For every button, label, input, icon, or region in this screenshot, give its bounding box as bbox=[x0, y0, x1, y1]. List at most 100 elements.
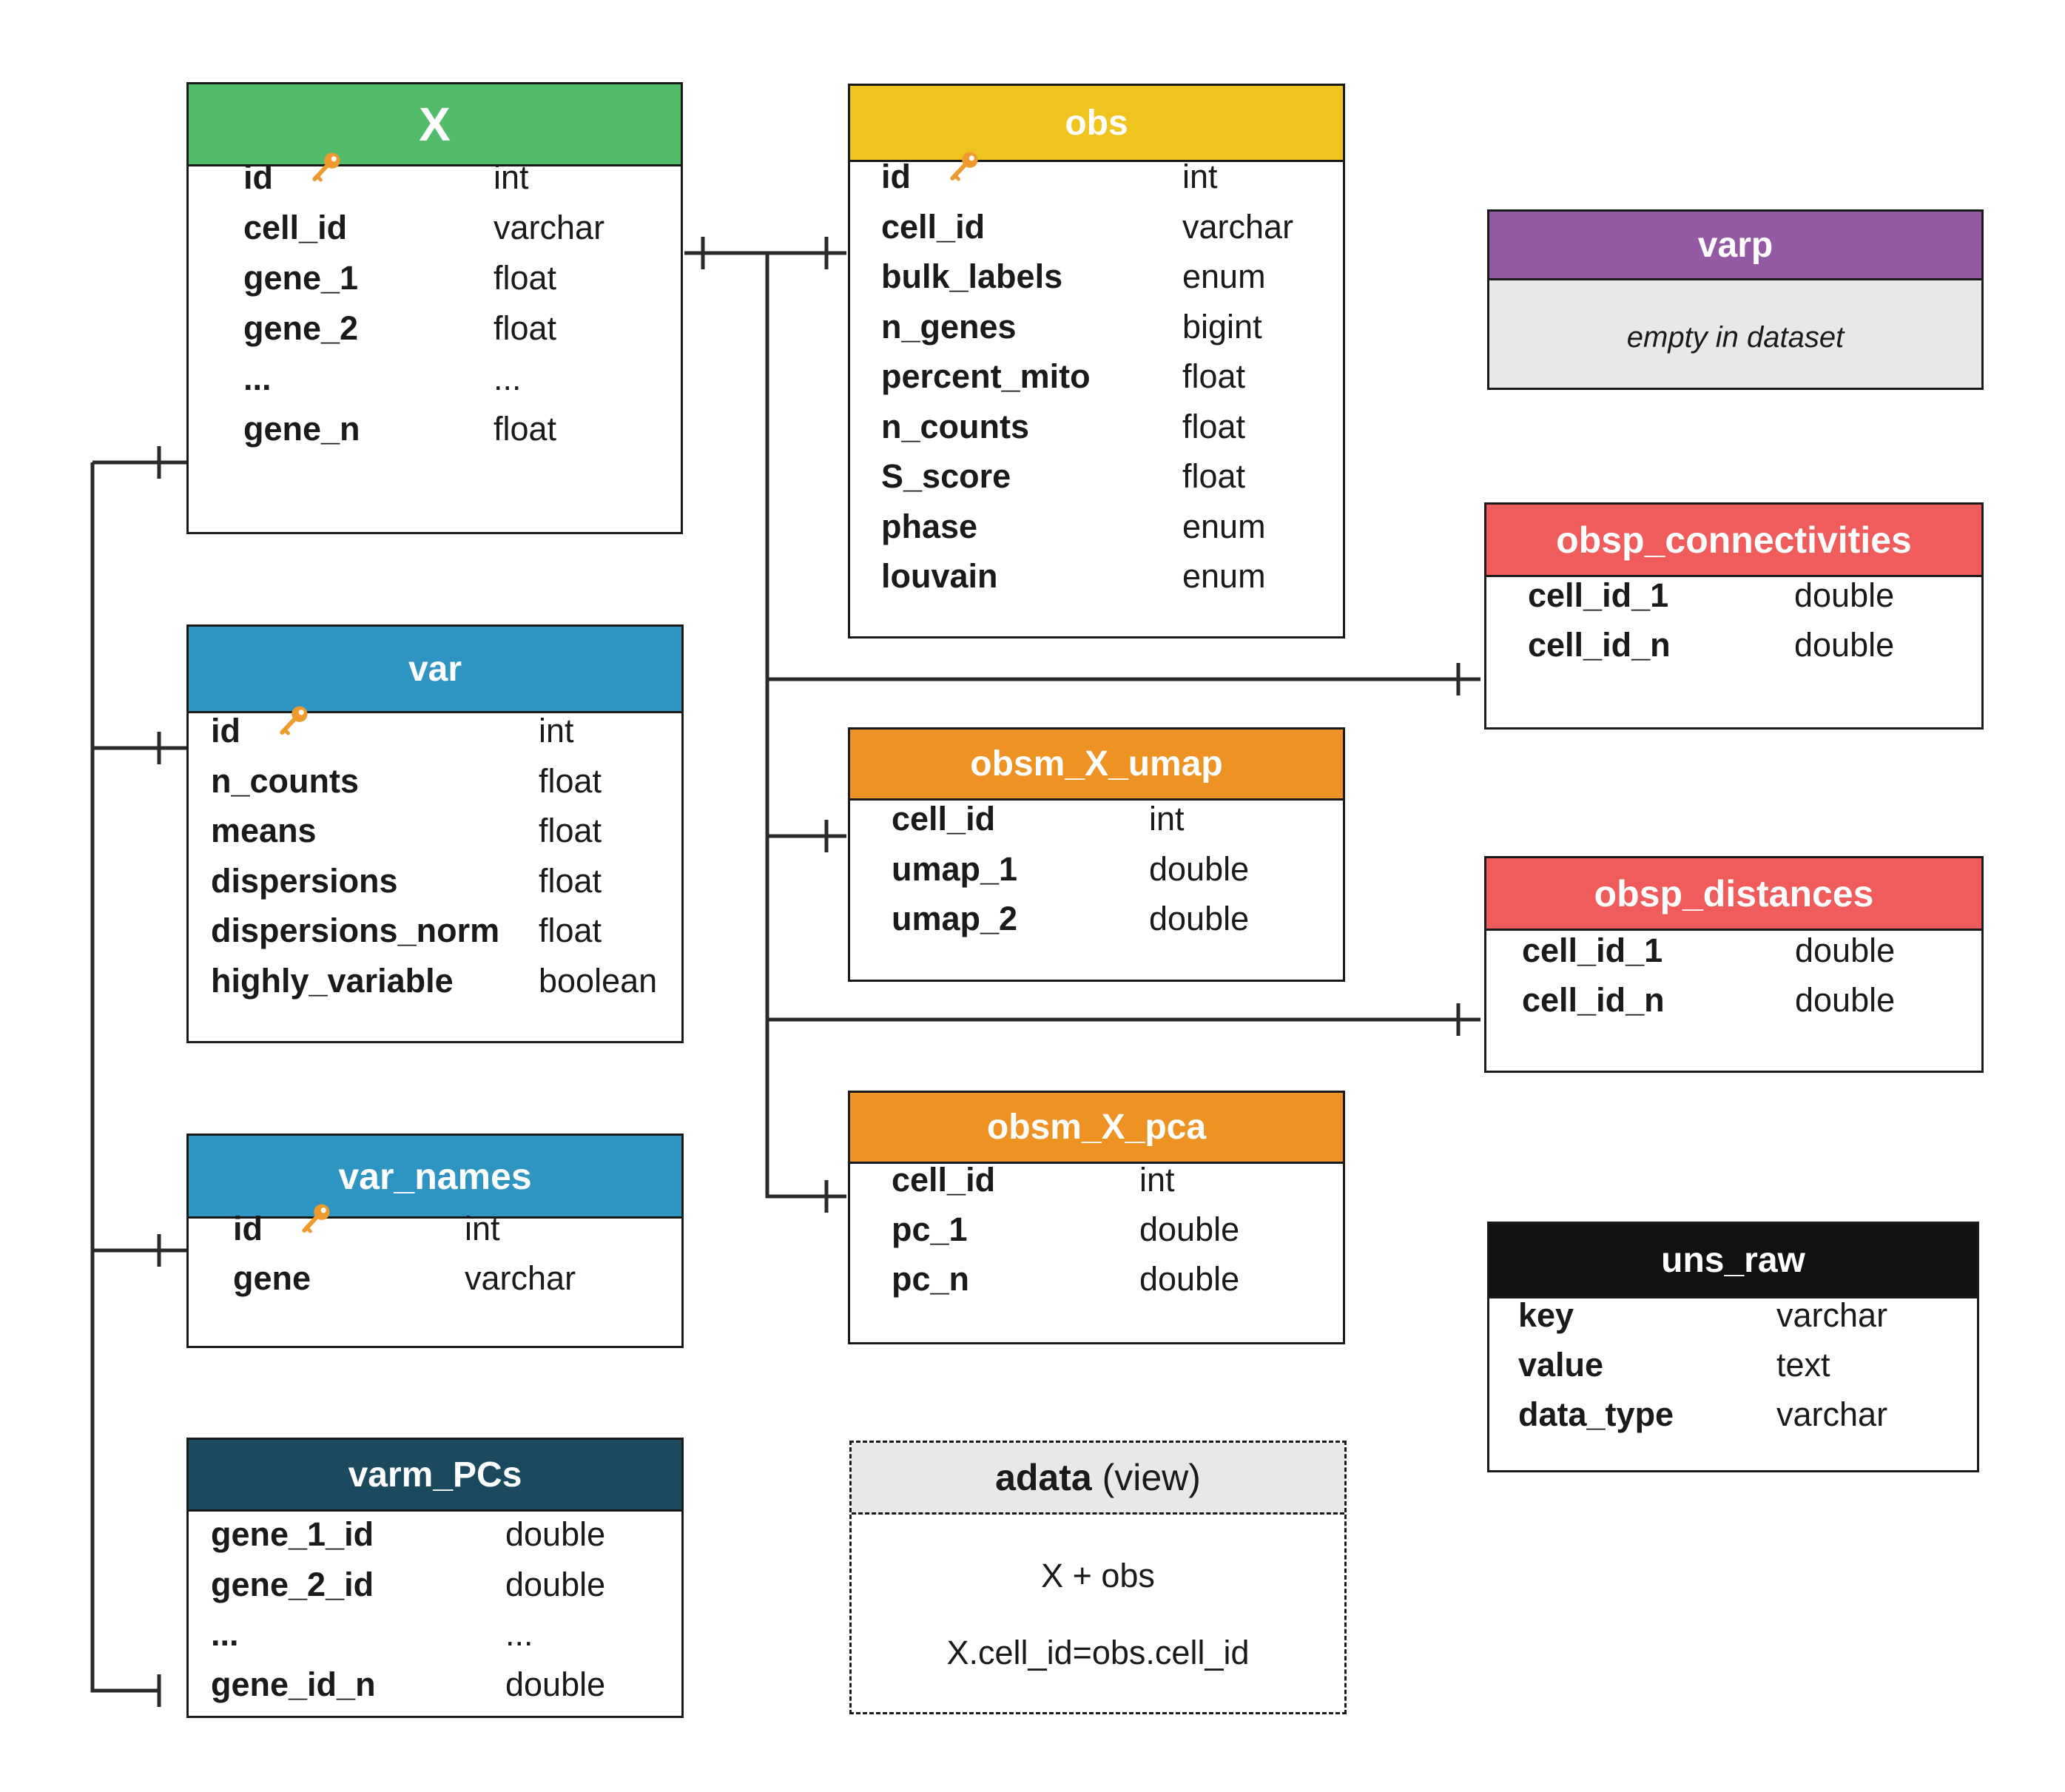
field-name: id bbox=[233, 1210, 263, 1248]
field-name: n_counts bbox=[881, 407, 1030, 445]
field-name: umap_1 bbox=[892, 849, 1018, 888]
field-name: id bbox=[881, 158, 911, 196]
field-type: float bbox=[1182, 407, 1246, 445]
field-name: gene_1 bbox=[243, 259, 359, 297]
field-type: float bbox=[539, 861, 602, 900]
field-type: float bbox=[539, 761, 602, 800]
field-name: cell_id bbox=[881, 207, 986, 246]
field-name: phase bbox=[881, 507, 978, 545]
field-name: cell_id bbox=[892, 800, 996, 838]
field-name: S_score bbox=[881, 457, 1011, 496]
table-obsp-connectivities-header: obsp_connectivities bbox=[1486, 505, 1981, 577]
field-name: louvain bbox=[881, 557, 998, 596]
adata-view-line-2: X.cell_id=obs.cell_id bbox=[946, 1634, 1250, 1671]
table-varp-header: varp bbox=[1489, 212, 1981, 280]
adata-view: adata (view) X + obs X.cell_id=obs.cell_… bbox=[849, 1441, 1347, 1714]
table-varp: varp empty in dataset bbox=[1487, 209, 1984, 390]
field-type: double bbox=[1149, 900, 1250, 938]
field-type: varchar bbox=[1182, 207, 1294, 246]
field-type: int bbox=[1182, 158, 1218, 196]
table-var-names-title: var_names bbox=[338, 1155, 532, 1197]
table-varp-title: varp bbox=[1697, 225, 1773, 265]
field-type: float bbox=[539, 812, 602, 850]
field-row: S_score float bbox=[850, 457, 1343, 501]
field-row: means float bbox=[189, 812, 681, 855]
field-name: id bbox=[211, 712, 240, 750]
table-uns-raw-title: uns_raw bbox=[1661, 1240, 1805, 1280]
table-obsp-connectivities-title: obsp_connectivities bbox=[1556, 519, 1912, 561]
field-type: varchar bbox=[1776, 1296, 1888, 1335]
table-obs-title: obs bbox=[1065, 103, 1128, 143]
field-name: gene_2 bbox=[243, 309, 359, 348]
field-type: int bbox=[539, 712, 574, 750]
field-name: umap_2 bbox=[892, 900, 1018, 938]
field-row: dispersions_norm float bbox=[189, 912, 681, 955]
table-var-header: var bbox=[189, 627, 681, 713]
field-type: int bbox=[1149, 800, 1185, 838]
field-row: pc_n double bbox=[850, 1260, 1343, 1304]
field-type: double bbox=[1139, 1260, 1240, 1298]
field-name: dispersions_norm bbox=[211, 912, 500, 950]
table-varm-PCs-header: varm_PCs bbox=[189, 1440, 681, 1512]
field-name: bulk_labels bbox=[881, 257, 1063, 296]
table-obsp-distances-header: obsp_distances bbox=[1486, 858, 1981, 931]
table-varm-PCs-title: varm_PCs bbox=[348, 1455, 522, 1495]
table-uns-raw-header: uns_raw bbox=[1489, 1224, 1977, 1298]
field-row: highly_variable boolean bbox=[189, 962, 681, 1006]
field-name: ... bbox=[211, 1615, 239, 1654]
adata-view-title: adata bbox=[995, 1457, 1092, 1498]
field-name: cell_id_1 bbox=[1528, 576, 1669, 615]
field-type: enum bbox=[1182, 557, 1266, 596]
field-type: double bbox=[505, 1515, 606, 1554]
table-var-names-header: var_names bbox=[189, 1136, 681, 1219]
adata-view-header: adata (view) bbox=[852, 1443, 1344, 1515]
field-type: double bbox=[505, 1665, 606, 1703]
field-type: float bbox=[539, 912, 602, 950]
field-type: float bbox=[493, 309, 557, 348]
primary-key-icon bbox=[309, 150, 343, 193]
field-type: int bbox=[493, 158, 529, 197]
field-row: louvain enum bbox=[850, 557, 1343, 601]
field-name: means bbox=[211, 812, 317, 850]
field-type: varchar bbox=[1776, 1395, 1888, 1434]
table-varp-body bbox=[1489, 280, 1981, 388]
table-obs-header: obs bbox=[850, 86, 1343, 162]
field-type: varchar bbox=[465, 1259, 576, 1298]
field-name: cell_id bbox=[892, 1161, 996, 1199]
field-type: float bbox=[1182, 457, 1246, 496]
table-obsm-X-umap-title: obsm_X_umap bbox=[970, 744, 1223, 784]
field-type: boolean bbox=[539, 961, 658, 1000]
field-row: id int bbox=[189, 706, 681, 755]
field-name: ... bbox=[243, 360, 272, 398]
field-name: gene_1_id bbox=[211, 1515, 374, 1554]
field-name: pc_n bbox=[892, 1260, 970, 1298]
field-name: highly_variable bbox=[211, 961, 454, 1000]
field-name: cell_id bbox=[243, 209, 348, 247]
field-name: id bbox=[243, 158, 273, 197]
field-name: gene_2_id bbox=[211, 1565, 374, 1603]
field-type: enum bbox=[1182, 507, 1266, 545]
middle-trunk-line bbox=[765, 253, 846, 1199]
field-row: cell_id varchar bbox=[850, 208, 1343, 252]
field-type: int bbox=[465, 1210, 500, 1248]
